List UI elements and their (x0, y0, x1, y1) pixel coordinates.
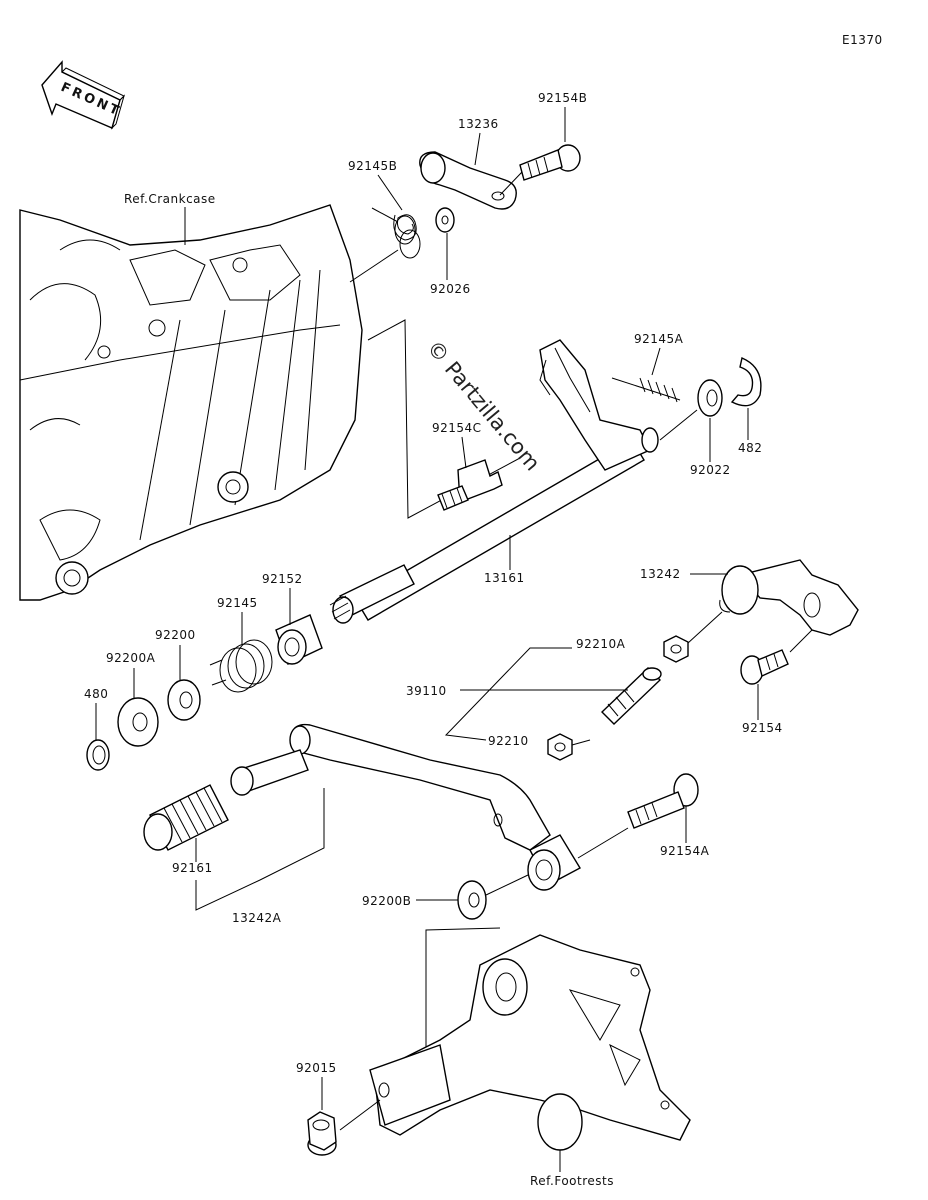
ref-crankcase-label: Ref.Crankcase (124, 192, 216, 206)
washer-92200A (117, 697, 159, 747)
watermark: © Partzilla.com (422, 336, 545, 476)
pedal-pivot-bushing (527, 834, 581, 891)
part-label-92145A: 92145A (634, 332, 684, 346)
part-label-92145B: 92145B (348, 159, 397, 173)
part-label-92022: 92022 (690, 463, 731, 477)
part-label-92145: 92145 (217, 596, 258, 610)
part-label-92015: 92015 (296, 1061, 337, 1075)
ref-footrests-label: Ref.Footrests (530, 1174, 614, 1188)
part-label-13242A: 13242A (232, 911, 282, 925)
part-label-92161: 92161 (172, 861, 213, 875)
footrest-bracket (369, 934, 691, 1151)
nut-92015 (307, 1111, 337, 1156)
part-label-92154: 92154 (742, 721, 783, 735)
part-label-92026: 92026 (430, 282, 471, 296)
washer-92022 (697, 379, 723, 417)
bolt-92154A (627, 773, 699, 829)
bolt-92154 (740, 649, 789, 685)
diagram-code: E1370 (842, 33, 883, 47)
spring-92145 (209, 639, 273, 693)
part-label-39110: 39110 (406, 684, 447, 698)
part-label-13242: 13242 (640, 567, 681, 581)
washer-92200B (457, 880, 487, 920)
shift-pedal-13242A (230, 723, 551, 851)
shift-arm-13236 (419, 151, 517, 210)
part-label-480: 480 (84, 687, 108, 701)
part-label-92154B: 92154B (538, 91, 587, 105)
part-label-92210: 92210 (488, 734, 529, 748)
part-label-92154C: 92154C (432, 421, 482, 435)
rubber-92161 (143, 784, 229, 851)
part-label-13161: 13161 (484, 571, 525, 585)
bolt-92154B (519, 144, 581, 181)
nut-92210 (547, 733, 573, 761)
bolt-92154C (437, 459, 503, 511)
front-arrow-icon: FRONT (41, 60, 126, 130)
part-label-482: 482 (738, 441, 762, 455)
part-label-92200A: 92200A (106, 651, 156, 665)
part-label-92200B: 92200B (362, 894, 411, 908)
part-label-92200: 92200 (155, 628, 196, 642)
crankcase (19, 204, 363, 601)
washer-92026 (435, 207, 455, 233)
nut-92210A (663, 635, 689, 663)
bushing-92152 (275, 614, 323, 665)
spring-92145A (611, 377, 681, 403)
spring-92145B (371, 207, 421, 259)
part-label-92210A: 92210A (576, 637, 626, 651)
shift-shaft-13161 (329, 339, 659, 624)
part-label-92152: 92152 (262, 572, 303, 586)
washer-92200 (167, 679, 201, 721)
circlip-482 (730, 357, 762, 407)
rod-39110 (600, 667, 662, 725)
part-label-92154A: 92154A (660, 844, 710, 858)
part-label-13236: 13236 (458, 117, 499, 131)
circlip-480 (86, 739, 110, 771)
lever-13242 (719, 559, 859, 636)
